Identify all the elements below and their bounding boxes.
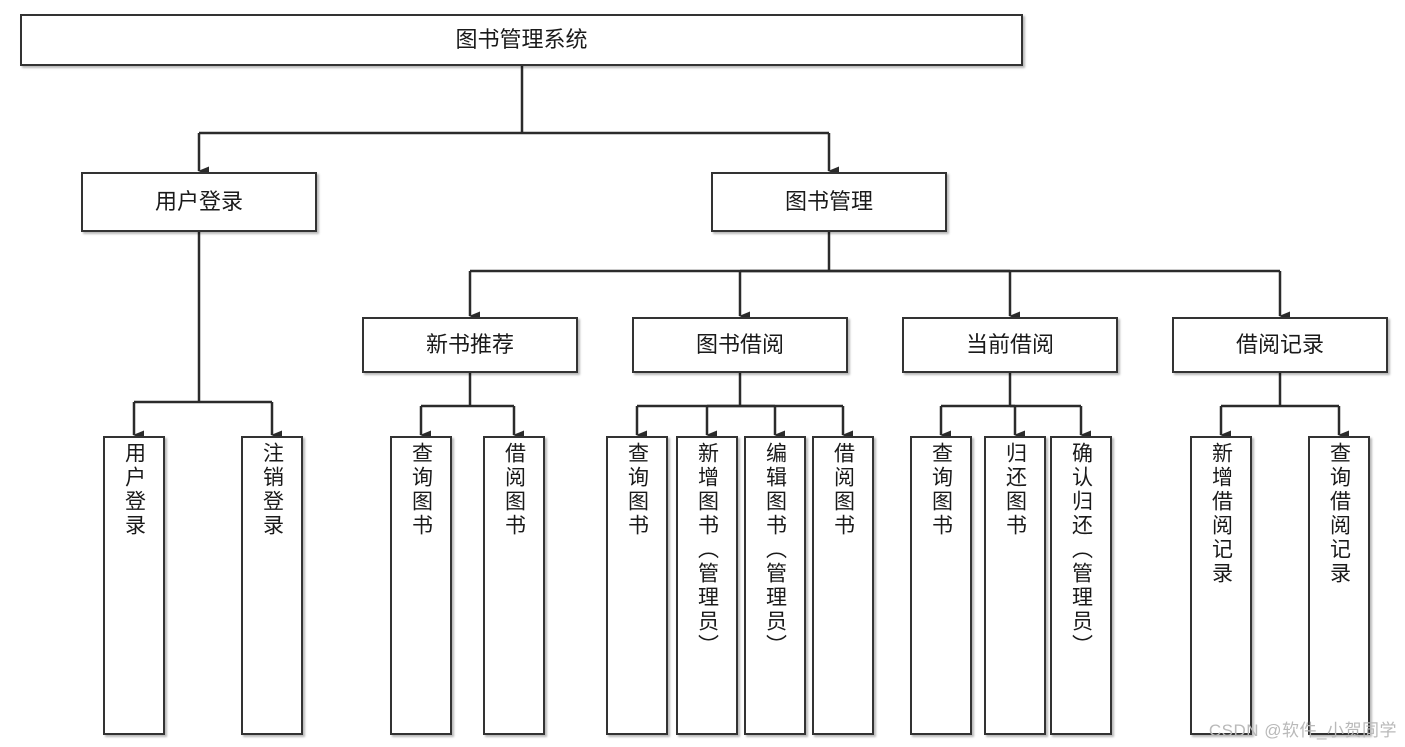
node-leaf-user-login[interactable]: 用户登录 [103, 436, 165, 735]
node-label-leaf-user-logout: 注销登录 [260, 442, 284, 538]
node-label-leaf-borrow-book-1: 借阅图书 [502, 442, 526, 538]
node-label-leaf-query-book-2: 查询图书 [625, 442, 649, 538]
node-leaf-add-record[interactable]: 新增借阅记录 [1190, 436, 1252, 735]
node-label-borrow-record: 借阅记录 [1235, 332, 1324, 358]
node-leaf-add-book[interactable]: 新增图书（管理员） [676, 436, 738, 735]
node-leaf-borrow-book-2[interactable]: 借阅图书 [812, 436, 874, 735]
node-label-leaf-return-book: 归还图书 [1003, 442, 1027, 538]
watermark-label: CSDN @软件_小贺同学 [1208, 721, 1397, 740]
node-label-current-borrow: 当前借阅 [965, 332, 1054, 358]
node-leaf-query-book-3[interactable]: 查询图书 [910, 436, 972, 735]
node-leaf-borrow-book-1[interactable]: 借阅图书 [483, 436, 545, 735]
node-label-leaf-add-record: 新增借阅记录 [1209, 442, 1233, 586]
node-current-borrow[interactable]: 当前借阅 [902, 317, 1118, 373]
node-borrow-record[interactable]: 借阅记录 [1172, 317, 1388, 373]
node-label-leaf-query-record: 查询借阅记录 [1327, 442, 1351, 586]
node-leaf-return-book[interactable]: 归还图书 [984, 436, 1046, 735]
node-label-leaf-borrow-book-2: 借阅图书 [831, 442, 855, 538]
node-label-user-login: 用户登录 [154, 189, 243, 215]
node-leaf-confirm-return[interactable]: 确认归还（管理员） [1050, 436, 1112, 735]
node-label-leaf-add-book: 新增图书（管理员） [695, 442, 719, 658]
node-label-root: 图书管理系统 [455, 27, 588, 53]
node-label-leaf-edit-book: 编辑图书（管理员） [763, 442, 787, 658]
node-leaf-edit-book[interactable]: 编辑图书（管理员） [744, 436, 806, 735]
node-label-leaf-query-book-1: 查询图书 [409, 442, 433, 538]
node-leaf-query-book-2[interactable]: 查询图书 [606, 436, 668, 735]
node-label-book-borrow: 图书借阅 [695, 332, 784, 358]
node-label-leaf-query-book-3: 查询图书 [929, 442, 953, 538]
node-new-book-rec[interactable]: 新书推荐 [362, 317, 578, 373]
node-label-book-manage: 图书管理 [784, 189, 873, 215]
node-user-login[interactable]: 用户登录 [81, 172, 317, 232]
node-label-leaf-user-login: 用户登录 [122, 442, 146, 538]
node-leaf-query-book-1[interactable]: 查询图书 [390, 436, 452, 735]
node-book-manage[interactable]: 图书管理 [711, 172, 947, 232]
node-leaf-user-logout[interactable]: 注销登录 [241, 436, 303, 735]
node-leaf-query-record[interactable]: 查询借阅记录 [1308, 436, 1370, 735]
node-label-new-book-rec: 新书推荐 [425, 332, 514, 358]
node-label-leaf-confirm-return: 确认归还（管理员） [1069, 442, 1093, 658]
node-root[interactable]: 图书管理系统 [20, 14, 1023, 66]
connector-lines [132, 66, 1349, 440]
node-book-borrow[interactable]: 图书借阅 [632, 317, 848, 373]
